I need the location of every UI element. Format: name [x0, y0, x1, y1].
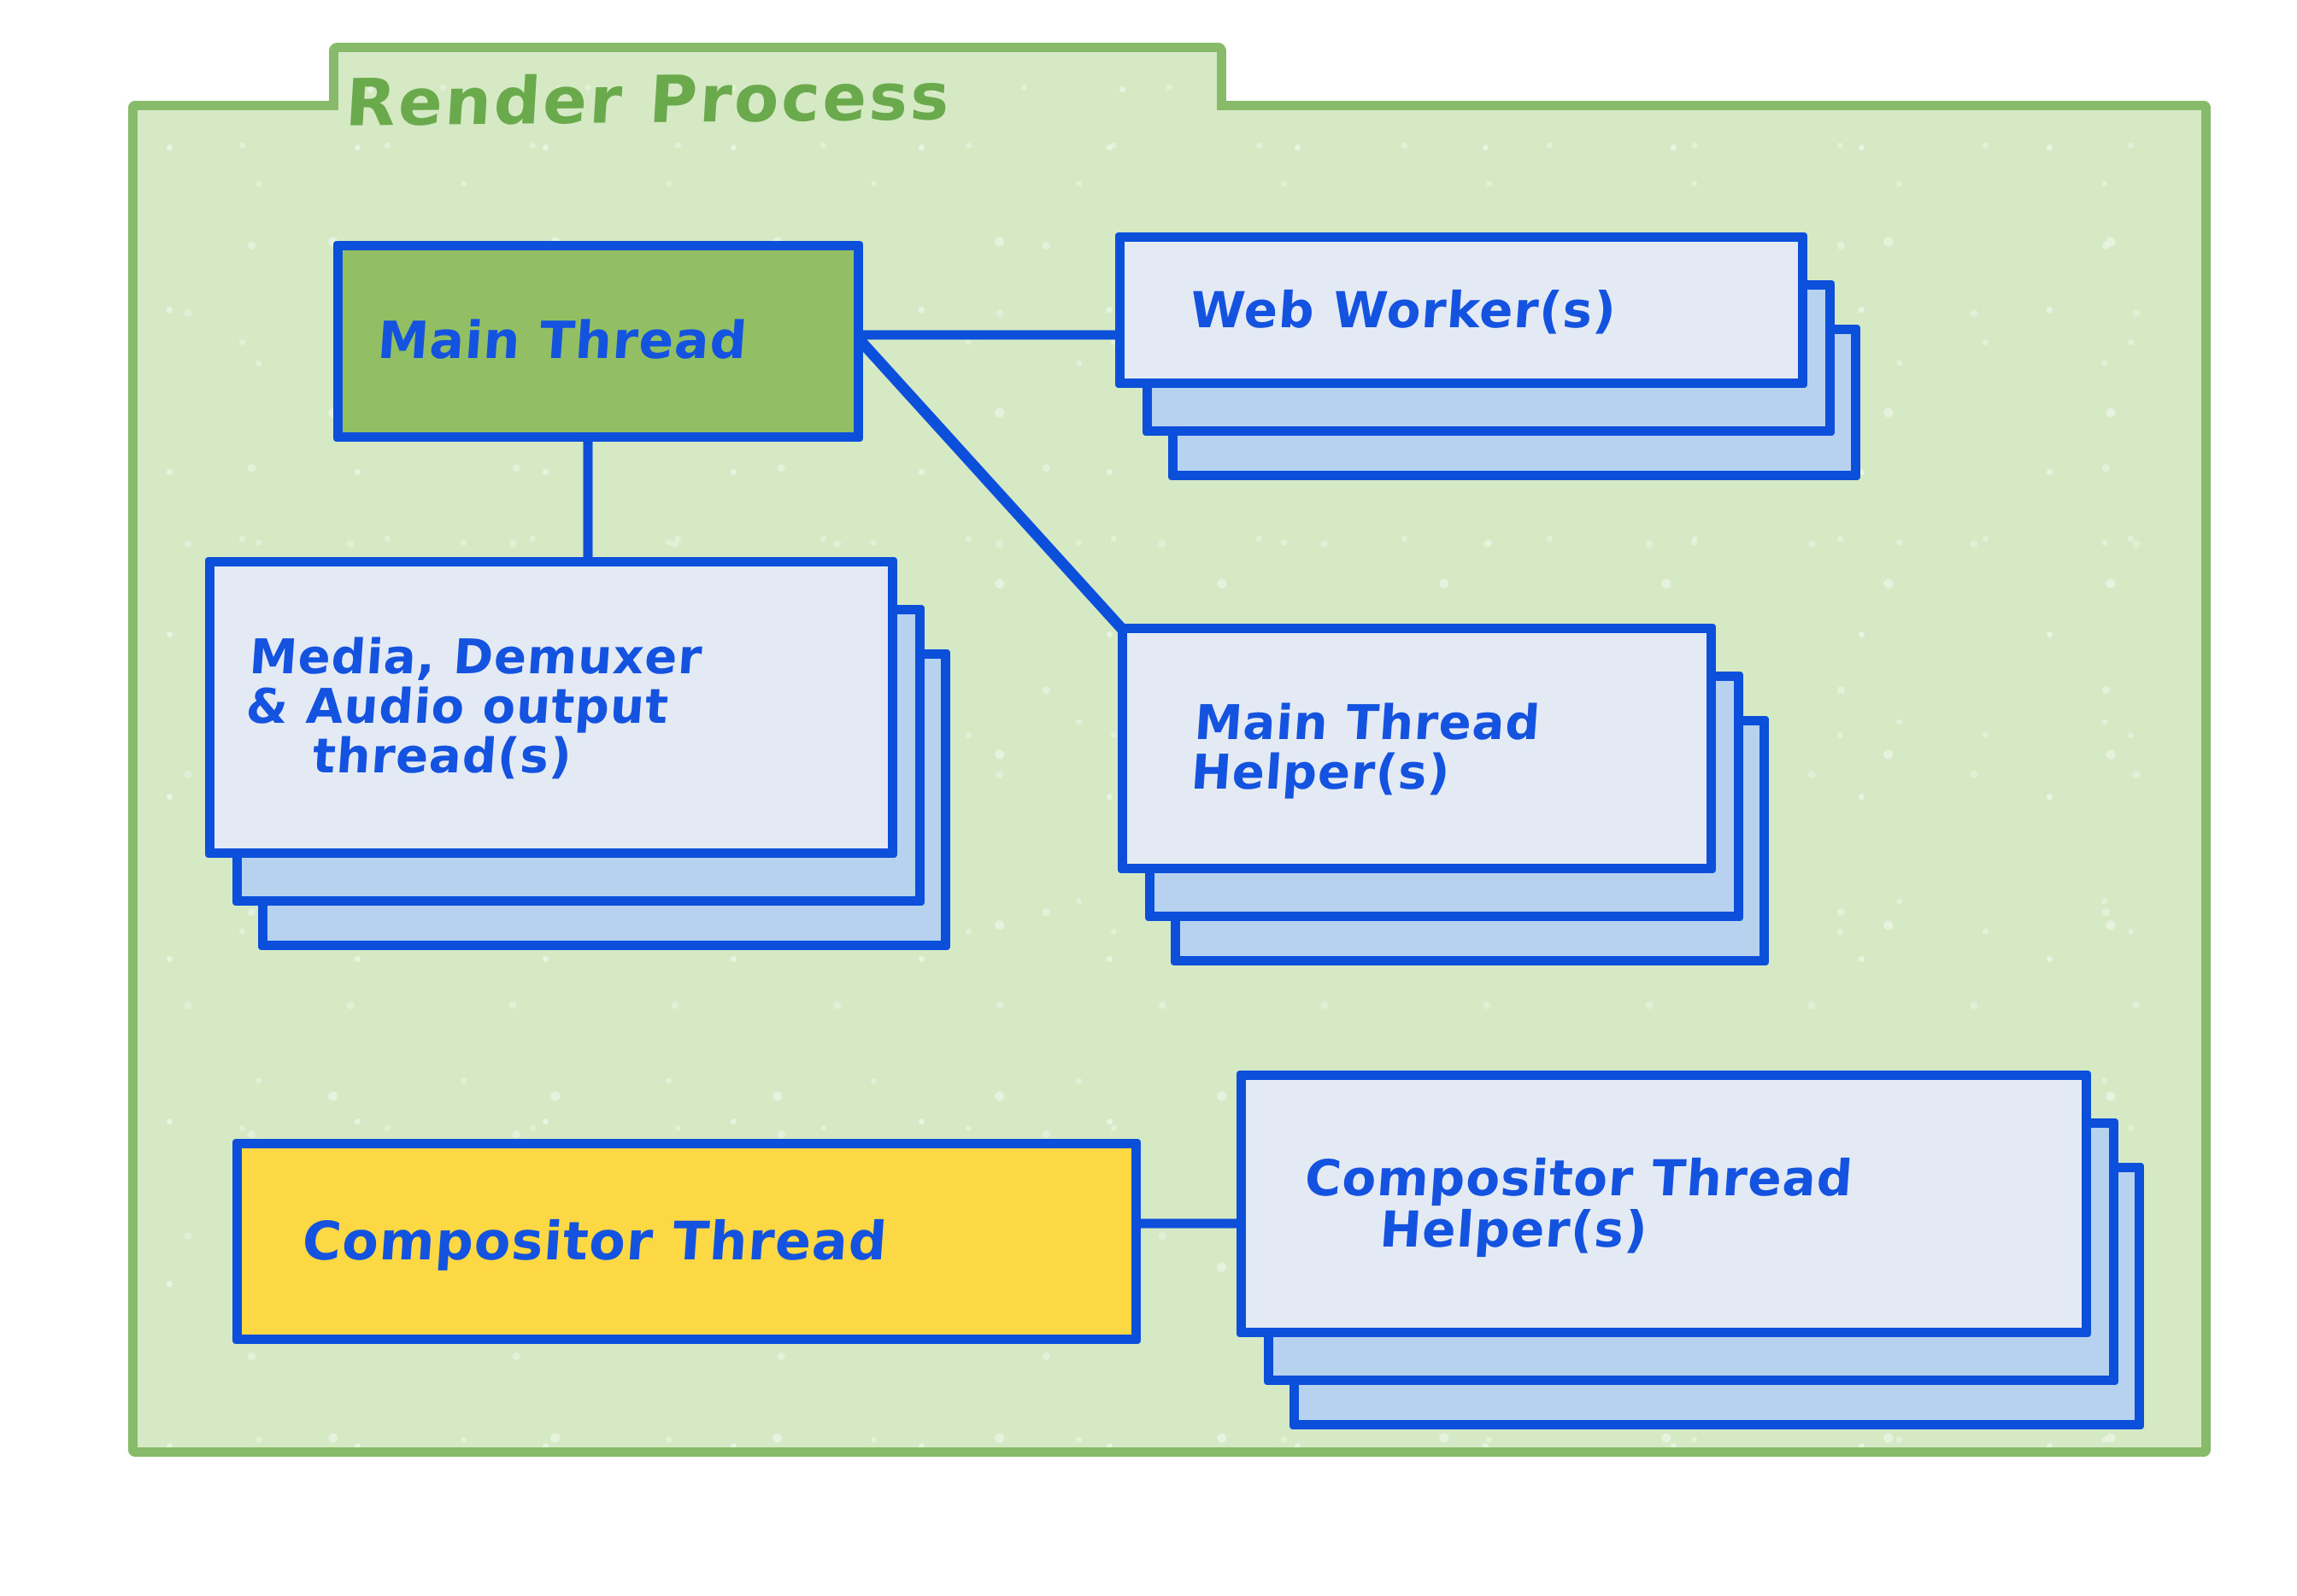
node-web-worker[interactable]: Web Worker(s) [1115, 232, 1867, 480]
node-compositor-thread-helper[interactable]: Compositor Thread Helper(s) [1237, 1071, 2168, 1429]
compositor-thread-card [232, 1139, 1141, 1344]
page-title: Render Process [344, 58, 955, 141]
media-thread-card-front [205, 557, 897, 858]
compositor-thread-helper-card-front [1237, 1071, 2091, 1337]
node-main-thread-helper[interactable]: Main Thread Helper(s) [1118, 624, 1793, 965]
process-tab-seam [338, 94, 1217, 116]
main-thread-helper-card-front [1118, 624, 1716, 873]
node-media-demuxer-audio-output-thread[interactable]: Media, Demuxer & Audio output thread(s) [205, 557, 957, 950]
node-main-thread[interactable]: Main Thread [333, 241, 863, 442]
web-worker-card-front [1115, 232, 1807, 388]
node-compositor-thread[interactable]: Compositor Thread [232, 1139, 1141, 1344]
main-thread-card [333, 241, 863, 442]
